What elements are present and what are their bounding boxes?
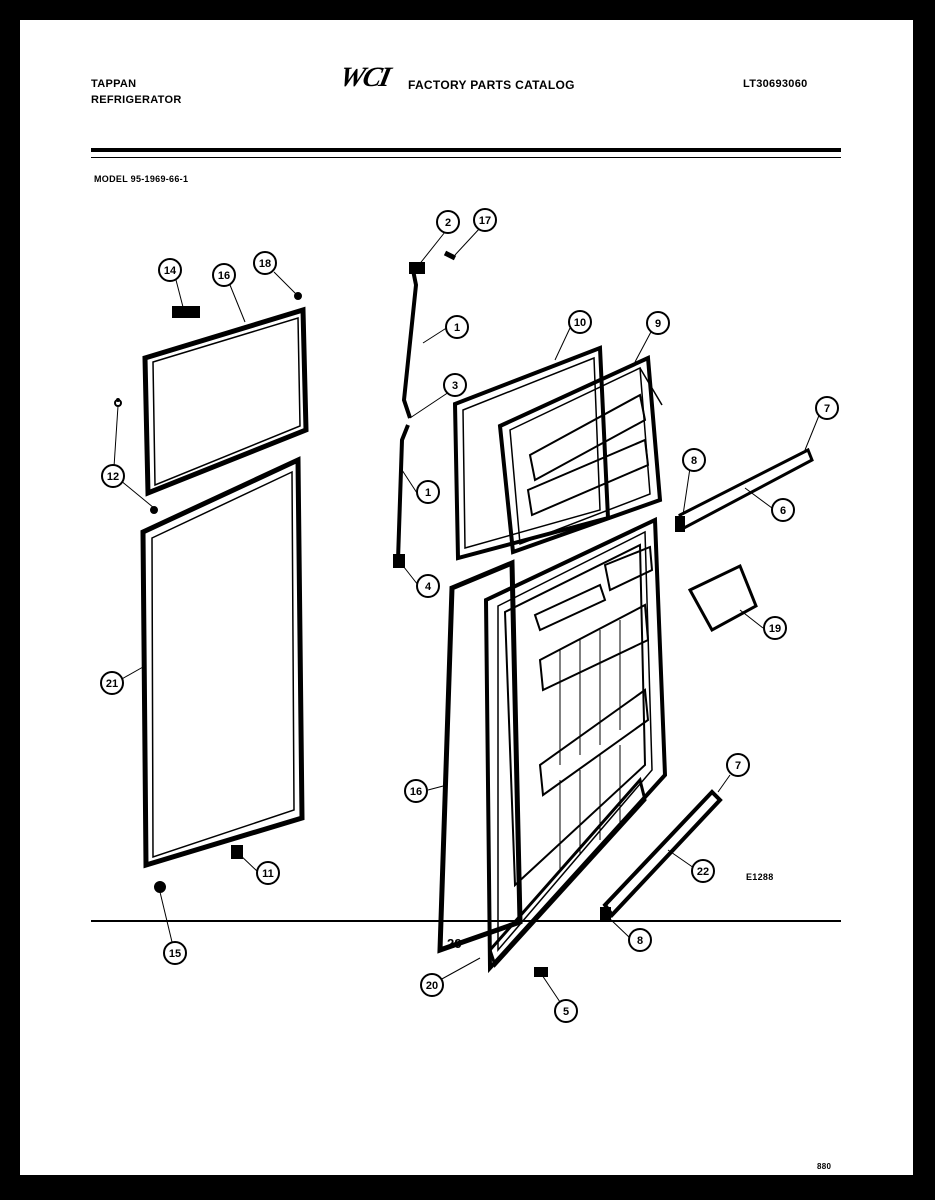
callout-text: 2 [445, 217, 451, 229]
callout-1: 1 [445, 315, 469, 339]
callout-text: 3 [452, 380, 458, 392]
lower-hinge [393, 424, 410, 568]
callout-text: 4 [425, 581, 432, 593]
model-number: MODEL 95-1969-66-1 [94, 174, 189, 184]
footer-code: 880 [817, 1162, 832, 1171]
callout-7: 7 [815, 396, 839, 420]
callout-text: 9 [655, 318, 661, 330]
brand-name: TAPPAN [91, 78, 137, 90]
callout-15: 15 [163, 941, 187, 965]
callout-16b: 16 [404, 779, 428, 803]
callout-10: 10 [568, 310, 592, 334]
part-14-trim [172, 306, 200, 318]
callout-text: 5 [563, 1006, 569, 1018]
callout-14: 14 [158, 258, 182, 282]
part-15-bumper [154, 881, 166, 893]
dot [116, 398, 120, 402]
freezer-door-shell [497, 354, 663, 555]
callout-text: 16 [218, 270, 230, 282]
header-rule-thick [91, 148, 841, 152]
callout-17: 17 [473, 208, 497, 232]
callout-4: 4 [416, 574, 440, 598]
callout-16: 16 [212, 263, 236, 287]
fresh-food-door [483, 516, 668, 974]
callout-18: 18 [253, 251, 277, 275]
callout-text: 8 [691, 455, 697, 467]
catalog-number: LT30693060 [743, 78, 808, 90]
callout-text: 1 [425, 487, 431, 499]
callout-text: 15 [169, 948, 181, 960]
callout-19: 19 [763, 616, 787, 640]
freezer-handle [675, 447, 814, 532]
callout-2: 2 [436, 210, 460, 234]
callout-text: 8 [637, 935, 643, 947]
header-rule-thin [91, 157, 841, 158]
callout-text: 20 [426, 980, 438, 992]
callout-3: 3 [443, 373, 467, 397]
footer-rule [91, 920, 841, 922]
part-12-plug [150, 506, 158, 514]
callout-text: 7 [824, 403, 830, 415]
callout-text: 21 [106, 678, 118, 690]
fresh-food-door-gasket [140, 456, 305, 869]
catalog-sheet: TAPPAN REFRIGERATOR WCI FACTORY PARTS CA… [20, 20, 913, 1175]
callout-8b: 8 [628, 928, 652, 952]
callout-6: 6 [771, 498, 795, 522]
fresh-food-handle [600, 789, 723, 921]
callout-text: 1 [454, 322, 460, 334]
callout-text: 16 [410, 786, 422, 798]
callout-9: 9 [646, 311, 670, 335]
part-11-clip [231, 845, 243, 859]
callout-text: 7 [735, 760, 741, 772]
callout-7b: 7 [726, 753, 750, 777]
freezer-door-gasket [142, 306, 309, 497]
callout-text: 11 [262, 868, 274, 880]
callout-text: 6 [780, 505, 786, 517]
callout-text: 17 [479, 215, 491, 227]
part-19-compartment [687, 563, 758, 633]
catalog-title: FACTORY PARTS CATALOG [408, 78, 575, 92]
leader-lines [113, 227, 821, 1006]
callout-12: 12 [101, 464, 125, 488]
callout-text: 14 [164, 265, 177, 277]
callout-8: 8 [682, 448, 706, 472]
callout-1b: 1 [416, 480, 440, 504]
callout-group: 2 17 1 3 1 4 10 9 7 8 6 19 14 16 18 12 2… [100, 208, 839, 1023]
callout-20: 20 [420, 973, 444, 997]
callout-5: 5 [554, 999, 578, 1023]
product-type: REFRIGERATOR [91, 94, 182, 106]
callout-text: 10 [574, 317, 586, 329]
callout-text: 12 [107, 471, 119, 483]
figure-code: E1288 [746, 872, 774, 882]
part-5-stop [534, 967, 548, 977]
fresh-food-door-gasket-2 [437, 559, 523, 954]
callout-text: 22 [697, 866, 709, 878]
callout-21: 21 [100, 671, 124, 695]
callout-22: 22 [691, 859, 715, 883]
upper-hinge [401, 250, 457, 419]
callout-11: 11 [256, 861, 280, 885]
callout-text: 18 [259, 258, 271, 270]
callout-text: 19 [769, 623, 781, 635]
